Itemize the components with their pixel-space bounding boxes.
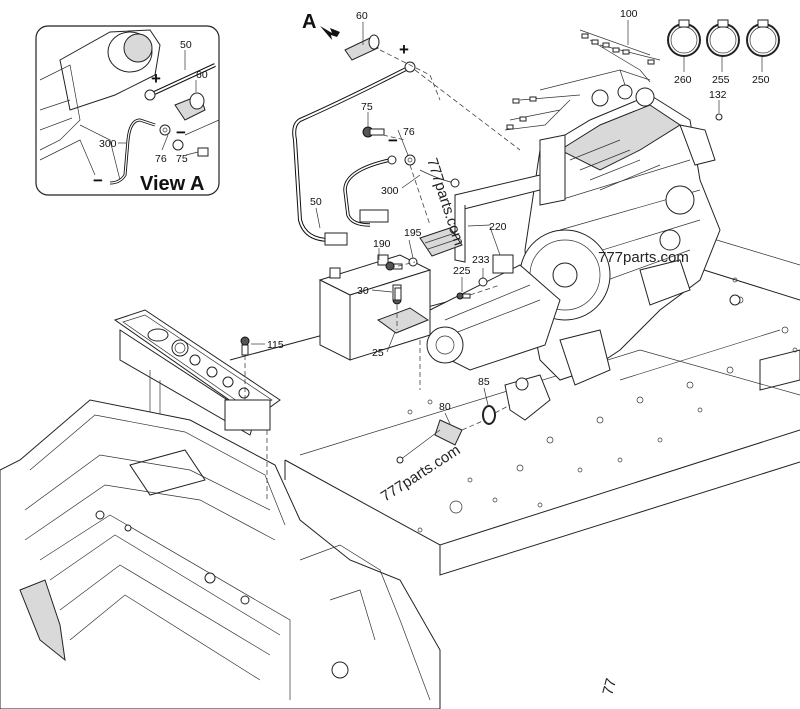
engine-assembly bbox=[426, 84, 741, 386]
callout-100: 100 bbox=[620, 8, 638, 20]
callout-85: 85 bbox=[478, 376, 490, 388]
small-parts bbox=[240, 19, 780, 464]
control-panel bbox=[113, 309, 281, 436]
inset-minus-sign: − bbox=[176, 123, 186, 142]
inset-callout-75: 75 bbox=[176, 153, 188, 165]
watermark-engine: 777parts.com bbox=[598, 249, 689, 266]
watermark-diagonal: 777parts.com bbox=[378, 442, 463, 506]
callout-60: 60 bbox=[356, 10, 368, 22]
callout-75: 75 bbox=[361, 101, 373, 113]
inset-view-a bbox=[35, 25, 220, 196]
callout-76: 76 bbox=[403, 126, 415, 138]
callout-50: 50 bbox=[310, 196, 322, 208]
regulator bbox=[359, 209, 463, 257]
watermark-partial: 77 bbox=[599, 677, 620, 698]
inset-minus-sign-2: − bbox=[93, 171, 103, 190]
view-title: View A bbox=[140, 173, 204, 195]
view-marker-arrow bbox=[320, 26, 340, 40]
leader-lines bbox=[251, 20, 763, 425]
inset-text: 50 60 300 76 75 + − − View A bbox=[93, 39, 208, 195]
callout-132: 132 bbox=[709, 89, 727, 101]
callout-30: 30 bbox=[357, 285, 369, 297]
callout-195: 195 bbox=[404, 227, 422, 239]
cables bbox=[292, 29, 661, 246]
callout-190: 190 bbox=[373, 238, 391, 250]
callout-250: 250 bbox=[752, 74, 770, 86]
main-plus-sign: + bbox=[399, 40, 409, 59]
callout-255: 255 bbox=[712, 74, 730, 86]
callout-300: 300 bbox=[381, 185, 399, 197]
callout-text: A + − 60 100 260 255 250 132 75 76 300 5… bbox=[267, 8, 770, 413]
inset-callout-60: 60 bbox=[196, 69, 208, 81]
main-minus-sign: − bbox=[388, 131, 398, 150]
callout-225: 225 bbox=[453, 265, 471, 277]
base-frame bbox=[229, 234, 800, 576]
battery bbox=[318, 254, 432, 361]
callout-260: 260 bbox=[674, 74, 692, 86]
callout-220: 220 bbox=[489, 221, 507, 233]
inset-plus-sign: + bbox=[151, 69, 161, 88]
callout-80: 80 bbox=[439, 401, 451, 413]
inset-callout-50: 50 bbox=[180, 39, 192, 51]
inset-callout-76: 76 bbox=[155, 153, 167, 165]
view-marker: A bbox=[302, 11, 316, 33]
hood-cover bbox=[0, 399, 441, 709]
callout-233: 233 bbox=[472, 254, 490, 266]
callout-115: 115 bbox=[267, 339, 284, 351]
inset-callout-300: 300 bbox=[99, 138, 117, 150]
callout-25: 25 bbox=[372, 347, 384, 359]
